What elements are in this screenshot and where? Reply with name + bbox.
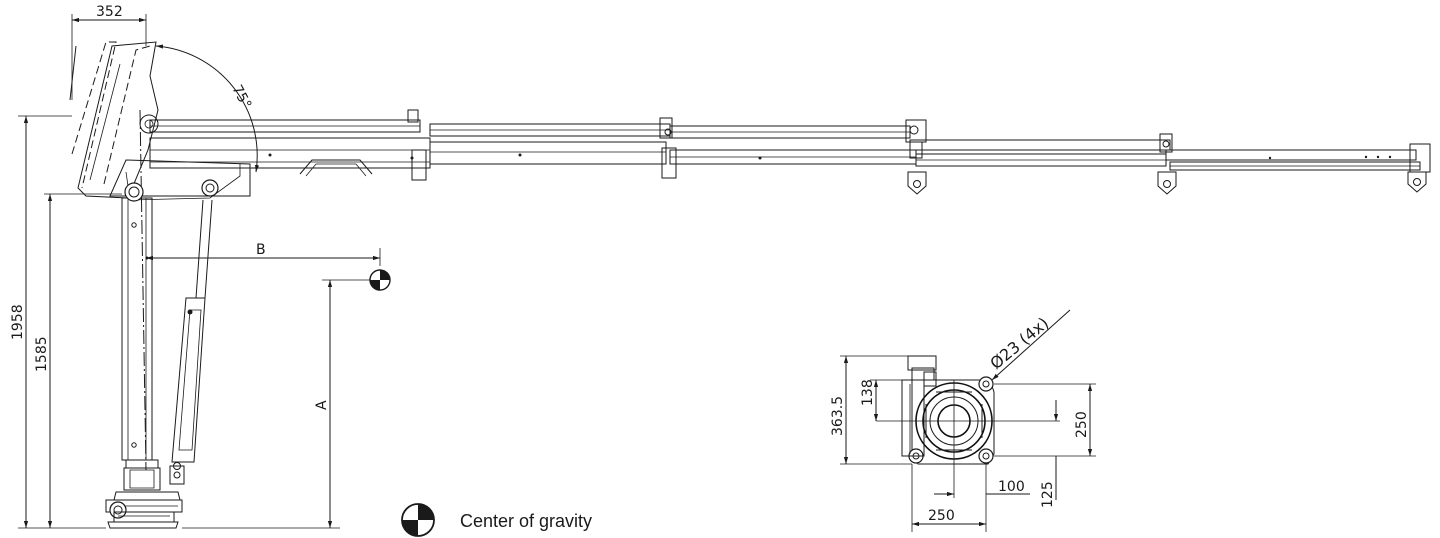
dim-hole-spacing-horizontal: 250 bbox=[911, 464, 987, 532]
dim-hole-spacing-vertical: 250 bbox=[994, 383, 1096, 457]
crane-base bbox=[105, 459, 185, 529]
dim-reach-b: B bbox=[146, 242, 381, 266]
legend-center-of-gravity-icon bbox=[401, 503, 435, 537]
angle-indicator: 75° bbox=[155, 44, 260, 173]
dim-hole-offset-horizontal: 100 bbox=[934, 464, 1030, 500]
legend-label: Center of gravity bbox=[460, 511, 592, 531]
boom-section-5 bbox=[1165, 143, 1431, 193]
angle-label: 75° bbox=[228, 82, 254, 111]
boom-head bbox=[69, 41, 251, 202]
dim-reach-b-label: B bbox=[256, 242, 266, 258]
dim-hole-spacing-horizontal-label: 250 bbox=[928, 508, 955, 524]
boom-section-3 bbox=[669, 119, 927, 195]
hydraulic-cylinder bbox=[171, 199, 213, 470]
legend: Center of gravity bbox=[401, 503, 592, 537]
dim-base-height: 363.5 bbox=[830, 355, 912, 465]
dim-height-a: A bbox=[182, 279, 372, 529]
dim-height-a-label: A bbox=[314, 400, 330, 410]
dim-hole-diameter-label: Ø23 (4x) bbox=[986, 313, 1052, 373]
dim-hole-spacing-vertical-label: 250 bbox=[1074, 411, 1090, 438]
dim-pillar-height: 1585 bbox=[34, 193, 122, 528]
boom-section-2 bbox=[429, 117, 762, 179]
boom-section-4 bbox=[909, 133, 1177, 195]
dim-total-height: 1958 bbox=[10, 115, 106, 529]
dim-top-width-label: 352 bbox=[96, 4, 123, 20]
crane-pillar bbox=[121, 109, 153, 471]
dim-hole-offset-vertical-label: 125 bbox=[1040, 481, 1056, 508]
dim-hole-offset-vertical: 125 bbox=[1040, 400, 1059, 508]
dim-base-offset: 138 bbox=[860, 379, 902, 421]
dim-base-offset-label: 138 bbox=[860, 379, 876, 406]
dim-hole-diameter: Ø23 (4x) bbox=[986, 309, 1071, 381]
dim-base-height-label: 363.5 bbox=[830, 396, 846, 436]
center-of-gravity-icon bbox=[369, 269, 391, 291]
dim-top-width: 352 bbox=[71, 4, 147, 100]
dim-hole-offset-horizontal-label: 100 bbox=[998, 479, 1025, 495]
dim-pillar-height-label: 1585 bbox=[34, 336, 50, 372]
boom-section-1 bbox=[149, 109, 522, 181]
dim-total-height-label: 1958 bbox=[10, 304, 26, 340]
base-plan-view bbox=[876, 355, 1060, 498]
